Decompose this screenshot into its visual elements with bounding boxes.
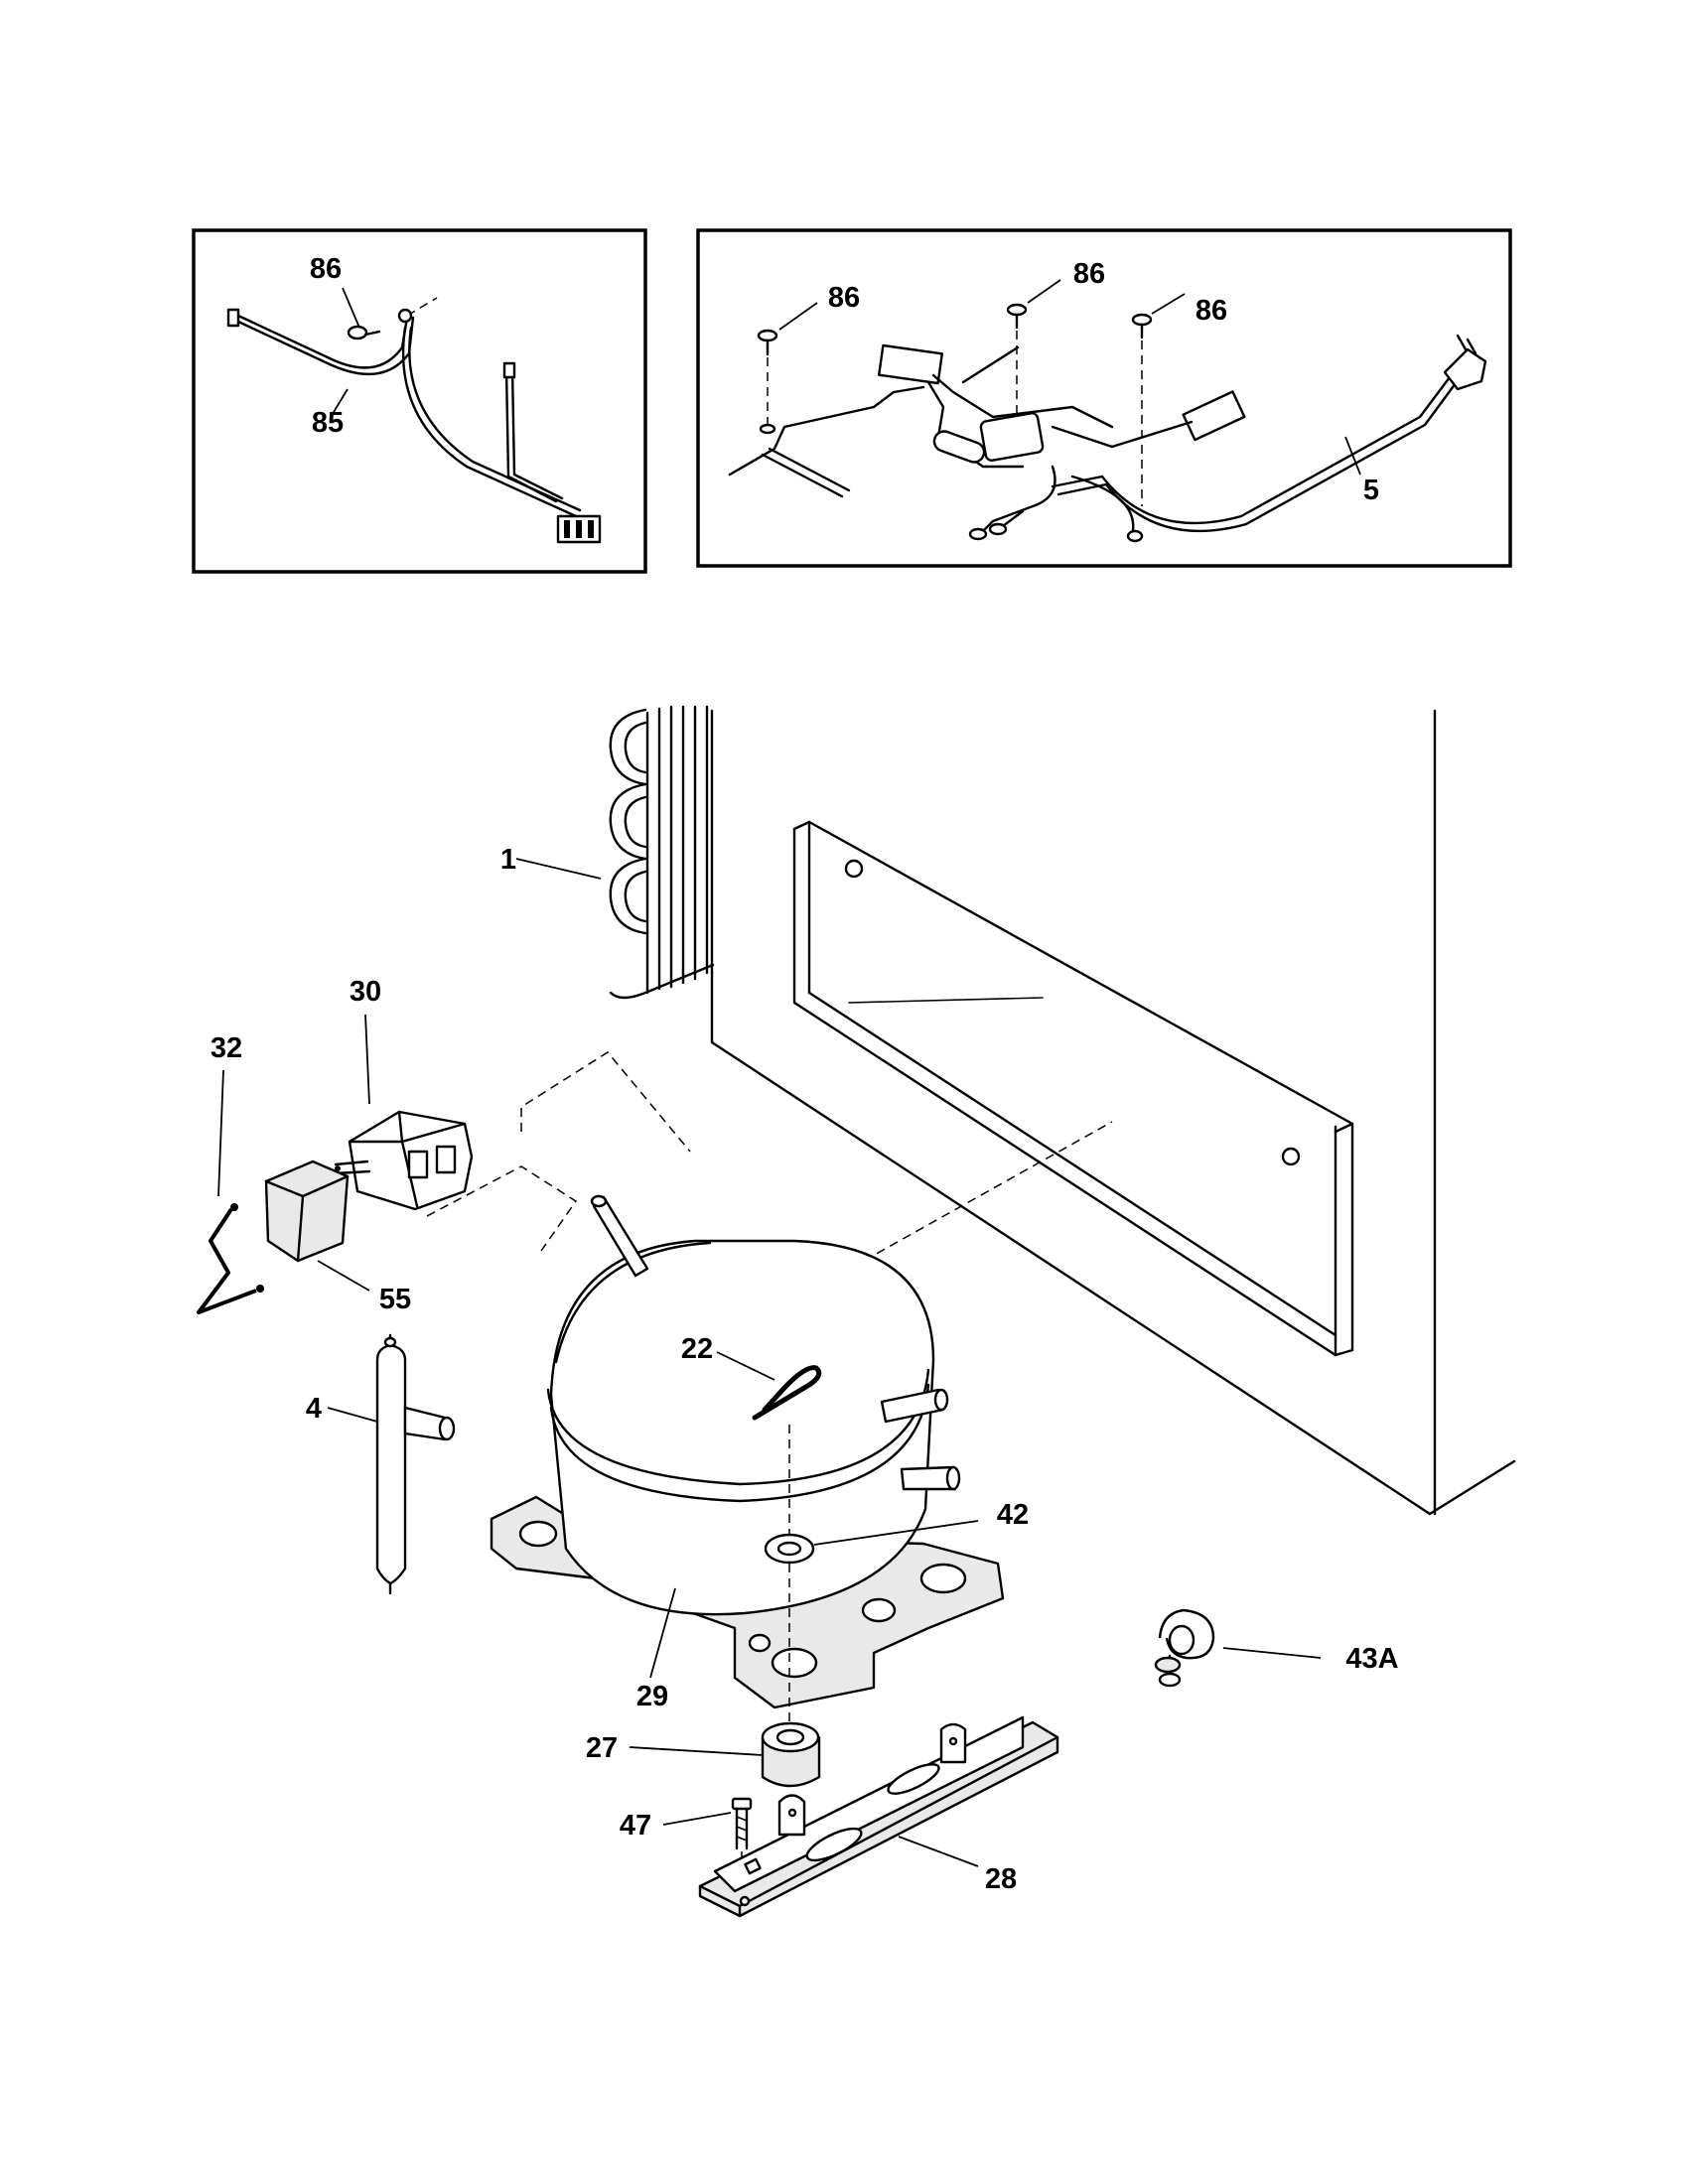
power-cord-harness-5 [728, 334, 1487, 543]
leader-27 [629, 1746, 764, 1756]
callout-86-b: 86 [1073, 258, 1105, 290]
callout-28: 28 [985, 1863, 1017, 1895]
callout-22: 22 [681, 1333, 713, 1365]
leader-1 [515, 858, 602, 880]
drier-4 [375, 1333, 456, 1595]
leader-29 [649, 1587, 676, 1679]
leader-32 [217, 1069, 224, 1197]
compressor-29 [490, 1194, 1005, 1709]
main-drawing: 1 30 55 [197, 705, 1516, 1918]
leader-85 [330, 388, 349, 418]
leader-43A [1222, 1647, 1322, 1659]
clip-22 [752, 1365, 822, 1421]
callout-5: 5 [1363, 475, 1379, 506]
callout-55: 55 [379, 1284, 411, 1315]
callout-86: 86 [310, 253, 342, 285]
leader-22 [716, 1351, 775, 1381]
callout-32: 32 [211, 1032, 242, 1064]
callout-42: 42 [997, 1499, 1029, 1531]
callout-43A: 43A [1345, 1643, 1398, 1675]
mount-grommet-27 [761, 1721, 821, 1788]
callout-1: 1 [500, 844, 516, 876]
cabinet [710, 709, 1516, 1516]
callout-29: 29 [636, 1681, 668, 1712]
callout-27: 27 [586, 1732, 618, 1764]
inset-left-frame [192, 228, 647, 574]
condenser-coil-1 [609, 705, 715, 1000]
relay-30 [334, 1110, 474, 1211]
inset-right-frame [696, 228, 1512, 568]
screw-86-c [1131, 293, 1186, 506]
callout-47: 47 [620, 1810, 651, 1842]
callout-85: 85 [312, 407, 344, 439]
callout-86-a: 86 [828, 282, 860, 314]
screw-86 [342, 287, 381, 341]
mounting-rail-28 [698, 1715, 1059, 1918]
wire-harness-85 [226, 297, 602, 544]
callout-30: 30 [350, 976, 381, 1008]
leader-28 [898, 1836, 979, 1867]
projection-overload [426, 1165, 578, 1252]
leader-5 [1344, 436, 1361, 476]
clamp-43A [1154, 1608, 1215, 1688]
leader-55 [317, 1260, 370, 1292]
callout-4: 4 [306, 1393, 322, 1425]
overload-55 [264, 1160, 350, 1263]
inset-right: 86 86 86 5 [696, 228, 1512, 568]
leader-47 [662, 1812, 732, 1826]
inset-left: 86 85 [192, 228, 647, 574]
leader-42 [813, 1520, 979, 1546]
callout-86-c: 86 [1196, 295, 1227, 327]
screw-86-a [757, 302, 818, 435]
screw-47 [731, 1797, 753, 1876]
leader-4 [327, 1407, 378, 1423]
wire-32 [197, 1203, 264, 1314]
leader-30 [364, 1014, 370, 1105]
screw-86-b [1006, 279, 1061, 417]
projection-relay [520, 1051, 691, 1153]
